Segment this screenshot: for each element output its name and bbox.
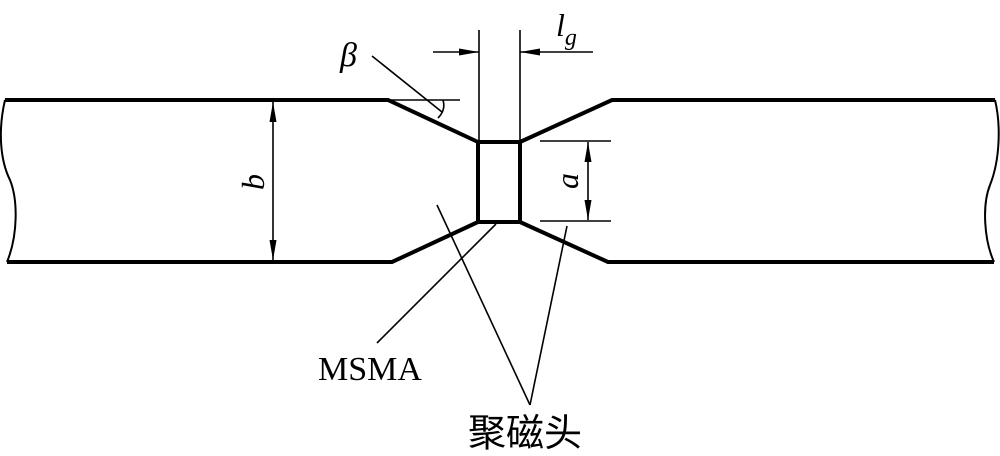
width-a-dimension: a: [540, 140, 611, 222]
right-pole-bottom-edge: [519, 220, 994, 264]
beta-angle-arc: [437, 99, 445, 119]
right-pole-top-edge: [519, 98, 995, 144]
right-break-line: [984, 99, 1000, 263]
left-pole-top-edge: [5, 98, 479, 144]
gap-length-label: lg: [556, 7, 577, 51]
a-label: a: [549, 173, 585, 189]
right-pole-piece: [519, 98, 1000, 264]
b-label: b: [235, 174, 271, 190]
left-pole-bottom-edge: [7, 220, 479, 264]
pole-heads-label: 聚磁头: [468, 413, 582, 455]
msma-leader-line: [376, 223, 497, 344]
pole-head-leader-left: [436, 204, 531, 406]
pole-head-leader-right: [529, 225, 568, 406]
msma-element: [476, 140, 522, 224]
beta-label: β: [339, 37, 357, 74]
gap-length-dimension: lg: [433, 7, 593, 142]
beta-leader-line: [371, 55, 443, 113]
width-b-dimension: b: [235, 102, 277, 260]
msma-label: MSMA: [318, 351, 422, 388]
left-break-line: [0, 99, 17, 263]
beta-angle-annotation: β: [339, 37, 460, 119]
